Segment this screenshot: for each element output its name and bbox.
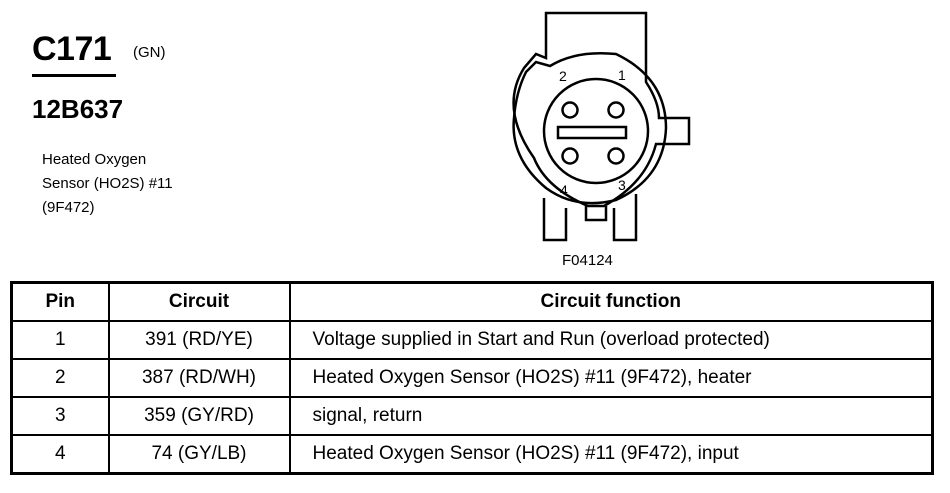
table-row: 3 359 (GY/RD) signal, return (10, 396, 934, 436)
cell-pin: 3 (10, 396, 110, 436)
cell-pin: 2 (10, 358, 110, 398)
connector-face-diagram: 2 1 4 3 (512, 11, 691, 242)
cell-function: signal, return (288, 396, 934, 436)
center-tab (584, 206, 608, 222)
pin-label-2: 2 (559, 68, 567, 84)
pin-label-3: 3 (618, 177, 626, 193)
cell-circuit: 391 (RD/YE) (107, 320, 291, 360)
pin-1-cavity (607, 101, 625, 119)
table-row: 4 74 (GY/LB) Heated Oxygen Sensor (HO2S)… (10, 434, 934, 475)
description-line-1: Heated Oxygen (42, 151, 147, 168)
part-number: 12B637 (32, 94, 124, 124)
header-circuit-function: Circuit function (288, 281, 934, 322)
connector-id-underline (32, 74, 116, 77)
table-header-row: Pin Circuit Circuit function (10, 281, 934, 322)
pin-label-4: 4 (560, 182, 568, 198)
connector-housing-outline (512, 11, 691, 208)
header-circuit: Circuit (107, 281, 291, 322)
description-line-2: Sensor (HO2S) #11 (42, 175, 173, 192)
center-key-bar (556, 125, 628, 140)
connector-description: Heated Oxygen Sensor (HO2S) #11 (9F472) (42, 148, 173, 220)
figure-code: F04124 (562, 252, 613, 269)
right-locking-leg (612, 194, 638, 242)
connector-color-code: (GN) (133, 44, 166, 61)
cell-function: Heated Oxygen Sensor (HO2S) #11 (9F472),… (288, 358, 934, 398)
left-locking-leg (542, 198, 568, 242)
cell-pin: 1 (10, 320, 110, 360)
table-row: 2 387 (RD/WH) Heated Oxygen Sensor (HO2S… (10, 358, 934, 398)
header-pin: Pin (10, 281, 110, 322)
cell-function: Voltage supplied in Start and Run (overl… (288, 320, 934, 360)
terminal-insert (542, 77, 650, 185)
description-line-3: (9F472) (42, 199, 95, 216)
cell-function: Heated Oxygen Sensor (HO2S) #11 (9F472),… (288, 434, 934, 475)
connector-inner-ring (512, 51, 668, 205)
cell-circuit: 74 (GY/LB) (107, 434, 291, 475)
pin-3-cavity (607, 147, 625, 165)
cell-pin: 4 (10, 434, 110, 475)
table-row: 1 391 (RD/YE) Voltage supplied in Start … (10, 320, 934, 360)
connector-id: C171 (32, 30, 112, 68)
pin-function-table: Pin Circuit Circuit function 1 391 (RD/Y… (10, 281, 934, 475)
cell-circuit: 359 (GY/RD) (107, 396, 291, 436)
cell-circuit: 387 (RD/WH) (107, 358, 291, 398)
pin-2-cavity (561, 101, 579, 119)
pin-4-cavity (561, 147, 579, 165)
pin-label-1: 1 (618, 67, 626, 83)
